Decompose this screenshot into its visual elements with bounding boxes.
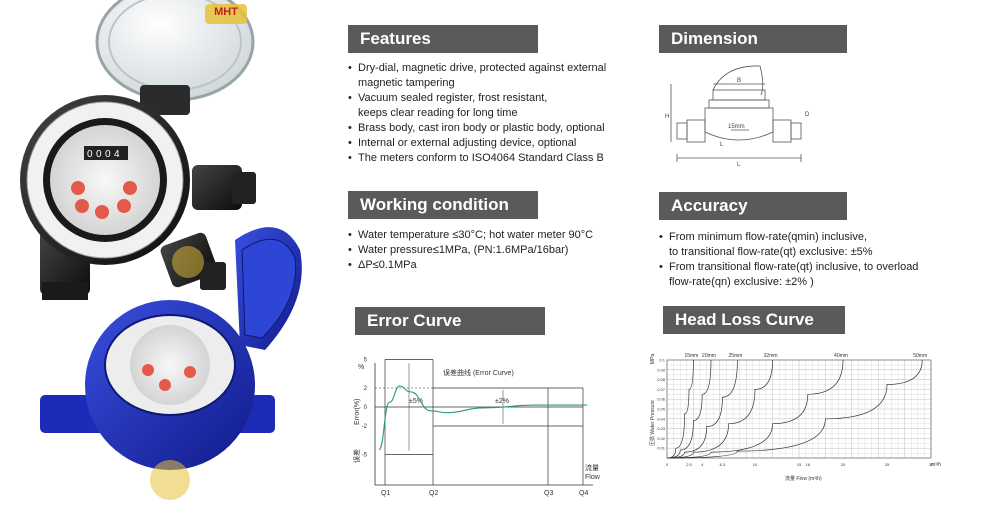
headloss-ytick-label: 0.07 [657,387,666,392]
error-ytick-label: -2 [362,424,368,430]
accuracy-list: From minimum flow-rate(qmin) inclusive,t… [659,230,959,290]
headloss-ytick-label: 0.09 [657,367,666,372]
error-curve-chart: 误差曲线 (Error Curve) % Error(%) 误差 流量 Flow… [345,355,605,498]
dim-label-mm: 15mm [728,124,745,130]
error-band-low-label: ±5% [409,398,423,405]
headloss-series-line [666,359,844,459]
headloss-xtick-label: 4 [701,462,704,467]
logo-text: MHT [214,6,238,18]
black-meter-dial [50,125,160,235]
dim-label-l1: L [720,142,724,148]
headloss-xtick-label: 15 [797,462,802,467]
headloss-xtick-label: 16 [806,462,811,467]
dimension-drawing: B H 15mm L L D [665,60,825,170]
blue-meter-dial [130,325,210,405]
feature-item: Vacuum sealed register, frost resistant,… [348,91,638,121]
headloss-ytick-label: 0.04 [657,416,666,421]
headloss-xtick-label: 0 [666,462,669,467]
head-loss-header: Head Loss Curve [663,306,845,334]
headloss-curve-label: 32mm [764,353,778,359]
headloss-ytick-label: 0.1 [659,358,665,363]
headloss-ytick-label: 0.06 [657,397,666,402]
dimension-header: Dimension [659,25,847,53]
feature-item: Internal or external adjusting device, o… [348,136,638,151]
feature-item: The meters conform to ISO4064 Standard C… [348,151,638,166]
error-ytick-label: -5 [362,453,368,459]
feature-item: Brass body, cast iron body or plastic bo… [348,121,638,136]
dim-label-d: D [805,112,810,118]
headloss-xtick-label: 30 [929,462,934,467]
svg-text:4: 4 [114,149,120,160]
error-chart-title: 误差曲线 (Error Curve) [443,368,514,377]
headloss-xunit: m³/h [931,462,941,468]
svg-text:0: 0 [105,149,111,160]
error-xtick-label: Q3 [544,490,553,497]
headloss-curve-label: 15mm [684,353,698,359]
headloss-unit: MPa [650,354,656,365]
svg-text:0: 0 [96,149,102,160]
headloss-xtick-label: 20 [841,462,846,467]
headloss-series-line [666,359,773,459]
error-ytick-label: 2 [364,386,368,392]
feature-item: Dry-dial, magnetic drive, protected agai… [348,61,638,91]
headloss-ytick-label: 0.02 [657,436,666,441]
headloss-series-line [666,359,712,459]
error-ylabel: Error(%) [354,399,361,425]
error-band-high-label: ±2% [495,398,509,405]
svg-text:0: 0 [87,149,93,160]
error-xtick-label: Q4 [579,490,588,497]
dim-label-b: B [737,78,741,84]
headloss-xtick-label: 2.5 [686,462,692,467]
working-item: Water temperature ≤30°C; hot water meter… [348,228,638,243]
headloss-series-line [666,359,738,459]
working-item: Water pressure≤1MPa, (PN:1.6MPa/16bar) [348,243,638,258]
headloss-ytick-label: 0.08 [657,377,666,382]
headloss-curve-label: 50mm [913,353,927,359]
accuracy-item: From minimum flow-rate(qmin) inclusive,t… [659,230,959,260]
headloss-ytick-label: 0.01 [657,446,666,451]
error-xlabel-cn: 流量 [585,463,599,472]
dim-label-l: L [737,162,741,168]
headloss-xtick-label: 10 [753,462,758,467]
logo-mark [205,4,247,24]
headloss-curve-label: 25mm [728,353,742,359]
accuracy-header: Accuracy [659,192,847,220]
dim-label-h: H [665,114,669,120]
headloss-ylabel: 压损 Water Pressure [649,400,656,446]
error-ytick-label: 5 [364,358,368,364]
headloss-xlabel: 流量 Flow (m³/h) [785,475,822,482]
headloss-ytick-label: 0.03 [657,426,666,431]
headloss-frame [666,359,932,459]
error-ytick-label: 0 [364,405,368,411]
headloss-curve-label: 40mm [834,353,848,359]
headloss-xtick-label: 25 [885,462,890,467]
headloss-xtick-label: 6.3 [720,462,726,467]
headloss-ytick-label: 0.05 [657,407,666,412]
features-header: Features [348,25,538,53]
working-list: Water temperature ≤30°C; hot water meter… [348,228,638,273]
features-list: Dry-dial, magnetic drive, protected agai… [348,61,638,166]
error-curve-header: Error Curve [355,307,545,335]
accuracy-item: From transitional flow-rate(qt) inclusiv… [659,260,959,290]
error-percent-label: % [358,364,364,371]
headloss-series-line [666,359,694,459]
head-loss-chart: MPa 压损 Water Pressure 流量 Flow (m³/h) m³/… [645,346,955,496]
error-xtick-label: Q2 [429,490,438,497]
headloss-curve-label: 20mm [702,353,716,359]
error-xlabel: Flow [585,474,601,481]
error-curve-line [378,385,587,451]
error-ylabel-cn: 误差 [352,449,361,463]
working-header: Working condition [348,191,538,219]
error-xtick-label: Q1 [381,490,390,497]
headloss-series-line [666,359,923,459]
working-item: ΔP≤0.1MPa [348,258,638,273]
